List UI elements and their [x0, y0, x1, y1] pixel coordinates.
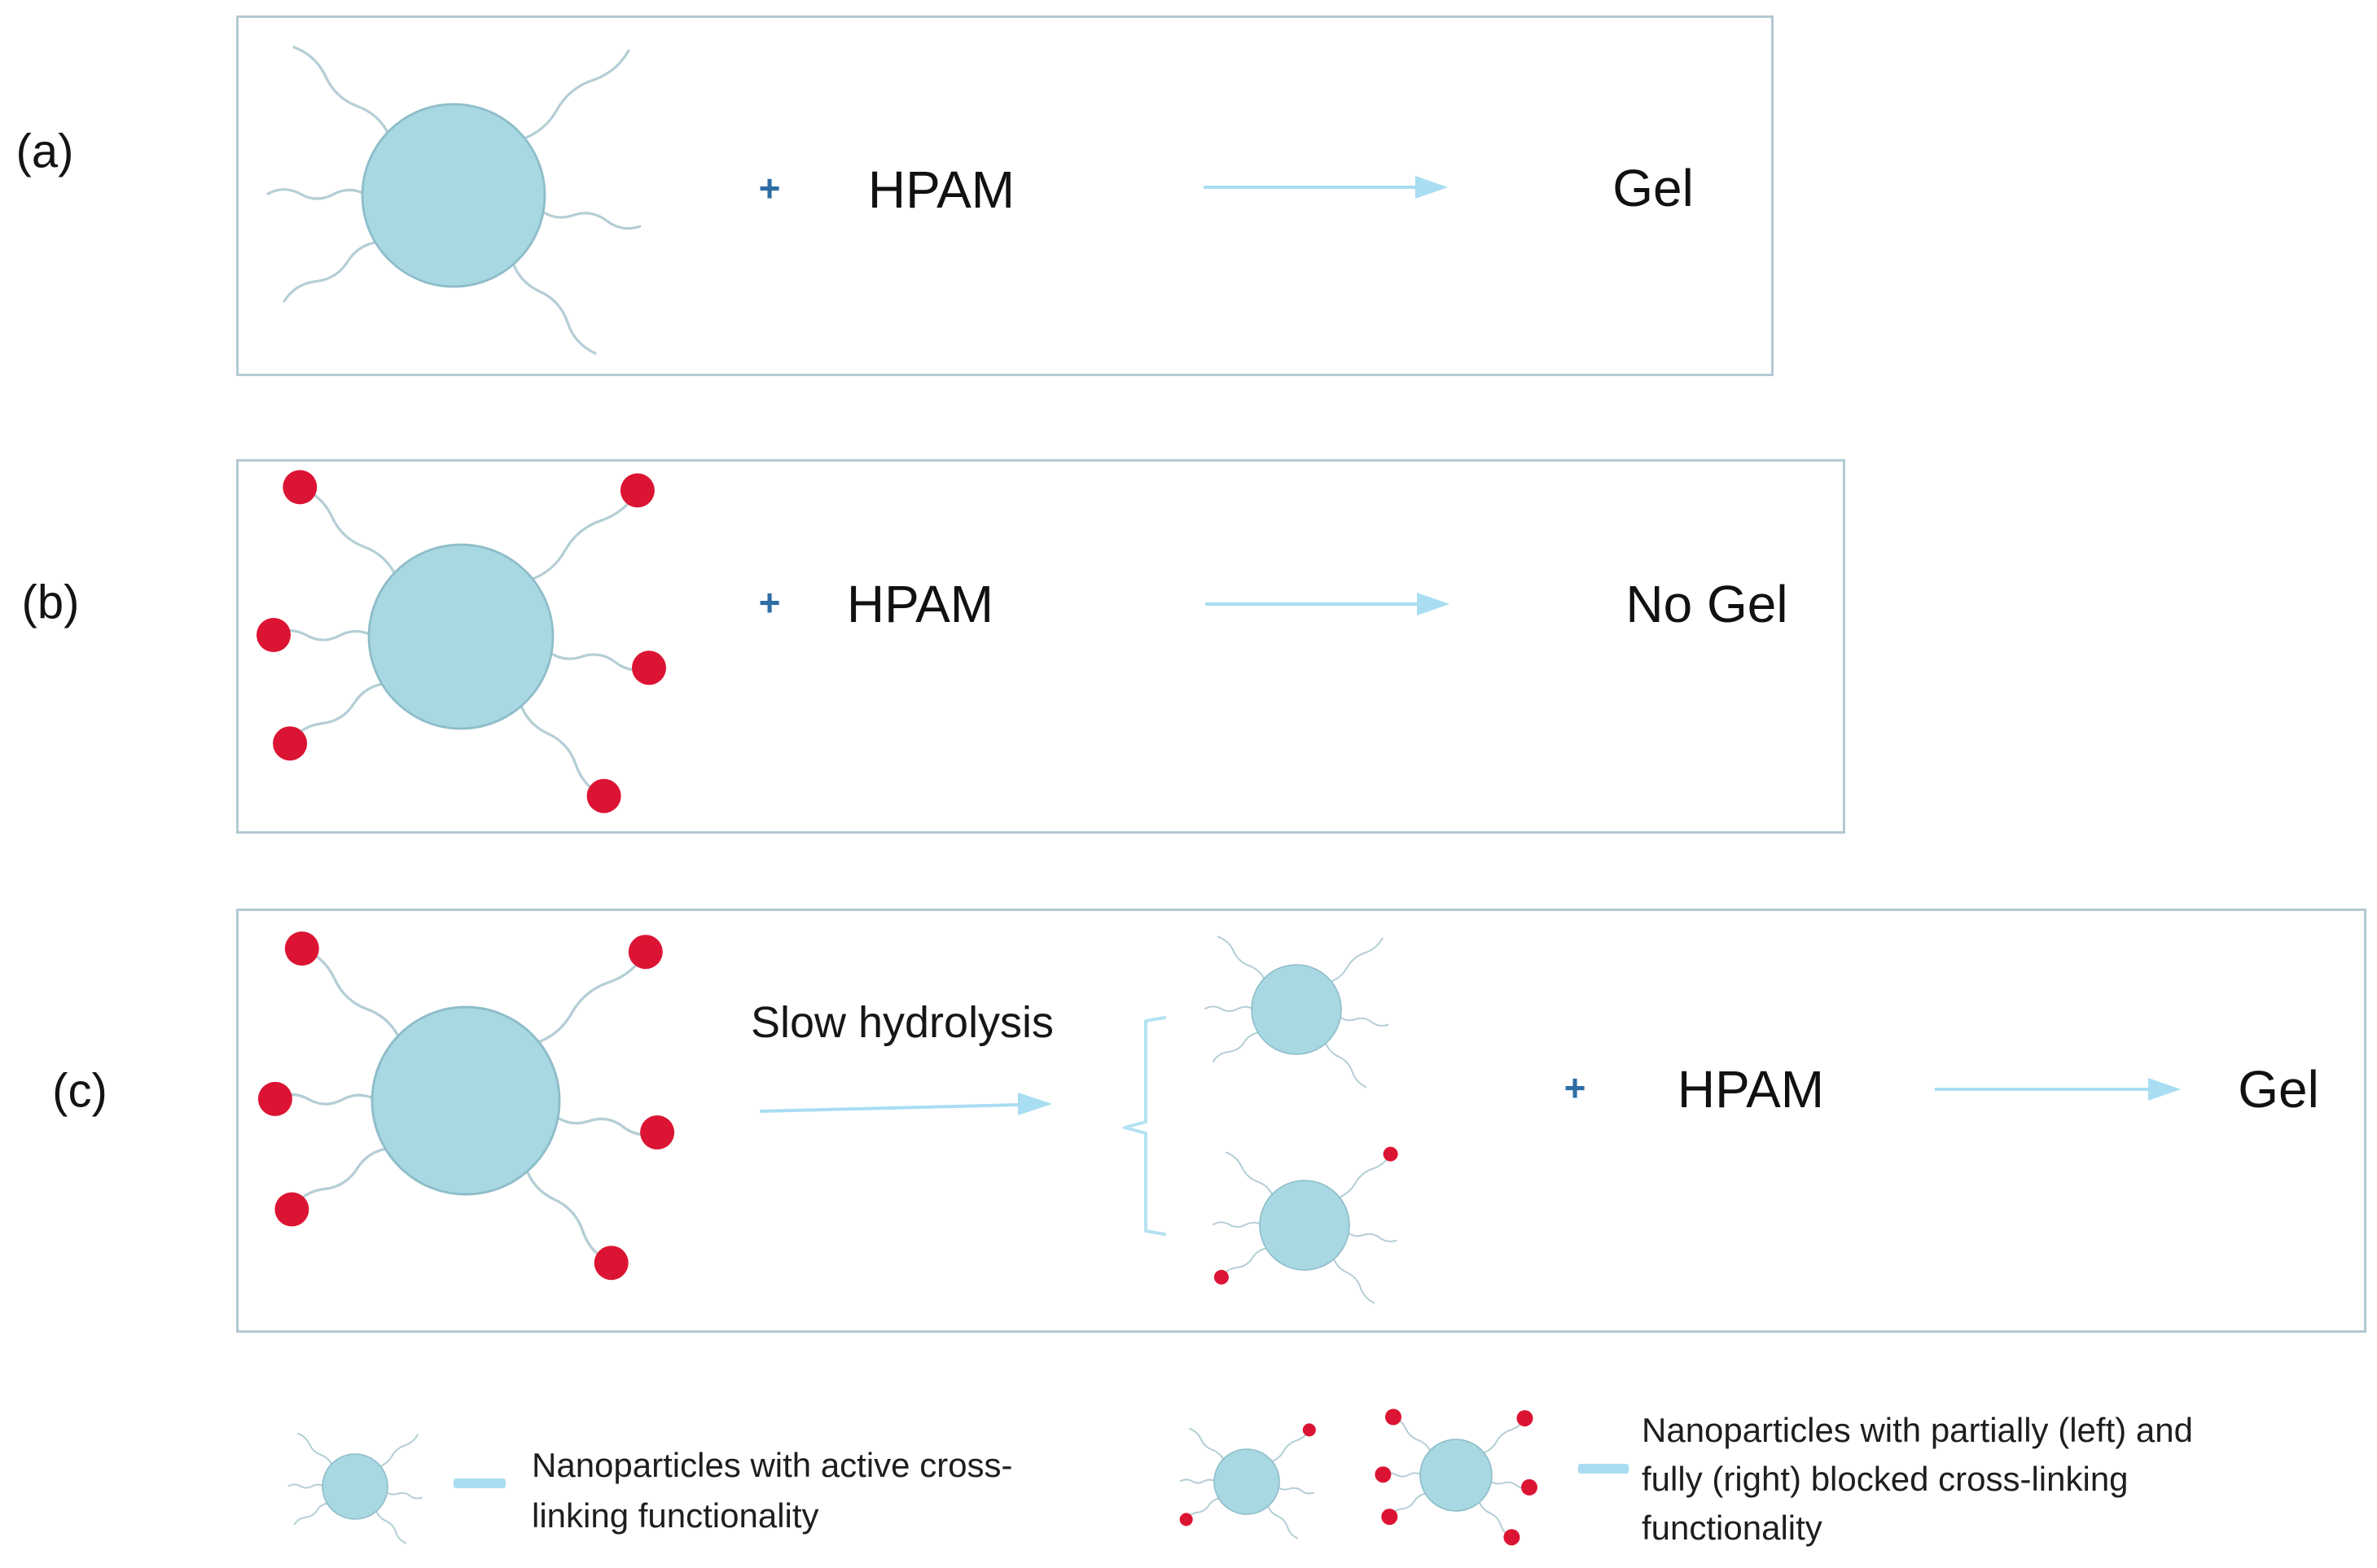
legend-line: linking functionality [532, 1496, 819, 1535]
nanoparticle-fully-blocked [257, 470, 666, 813]
blocked-site-dot-icon [640, 1115, 675, 1150]
blocked-site-dot-icon [1385, 1408, 1401, 1426]
legend-blocked-text: Nanoparticles with partially (left) and … [1642, 1406, 2193, 1553]
blocked-site-dot-icon [1383, 1146, 1398, 1162]
nanoparticle-active [1204, 935, 1389, 1088]
blocked-site-dot-icon [274, 1192, 309, 1227]
blocked-site-dot-icon [257, 1081, 292, 1116]
product-label: Gel [1612, 159, 1694, 217]
blocked-site-dot-icon [586, 778, 621, 813]
blocked-site-dot-icon [1179, 1513, 1193, 1526]
product-label: Gel [2238, 1060, 2319, 1119]
panel-b-label: (b) [21, 576, 80, 629]
legend-line: Nanoparticles with partially (left) and [1642, 1411, 2193, 1449]
legend-line: functionality [1642, 1509, 1822, 1547]
legend-line: Nanoparticles with active cross- [532, 1446, 1013, 1484]
product-label: No Gel [1625, 575, 1788, 633]
legend-active-text: Nanoparticles with active cross- linking… [532, 1440, 1013, 1541]
legend-line: fully (right) blocked cross-linking [1642, 1460, 2129, 1498]
legend-dash-icon [1578, 1464, 1629, 1474]
reaction-arrow-icon [1204, 176, 1448, 199]
legend-nanoparticle-partially-blocked-icon [1179, 1423, 1316, 1540]
blocked-site-dot-icon [594, 1246, 629, 1281]
reactant-label: HPAM [867, 160, 1015, 219]
blocked-site-dot-icon [1516, 1410, 1533, 1427]
reaction-arrow-icon [1935, 1078, 2181, 1101]
nanoparticle-fully-blocked [257, 931, 675, 1281]
grouping-bracket-icon [1123, 1016, 1166, 1236]
panel-a-label: (a) [15, 125, 74, 178]
blocked-site-dot-icon [1213, 1269, 1229, 1285]
reactant-label: HPAM [1677, 1060, 1825, 1119]
blocked-site-dot-icon [1302, 1423, 1316, 1437]
blocked-site-dot-icon [273, 726, 308, 761]
plus-sign: + [758, 581, 781, 624]
blocked-site-dot-icon [620, 473, 655, 508]
panel-c-label: (c) [52, 1064, 107, 1118]
blocked-site-dot-icon [257, 618, 291, 652]
blocked-site-dot-icon [632, 650, 666, 685]
process-label: Slow hydrolysis [750, 998, 1055, 1047]
plus-sign: + [1563, 1067, 1586, 1109]
blocked-site-dot-icon [1381, 1509, 1398, 1526]
plus-sign: + [758, 167, 781, 209]
slow-hydrolysis-arrow-icon [759, 1093, 1052, 1115]
legend-nanoparticle-active-icon [287, 1433, 423, 1544]
reaction-arrow-icon [1205, 593, 1449, 615]
legend-dash-icon [454, 1478, 506, 1488]
blocked-site-dot-icon [1521, 1478, 1537, 1496]
blocked-site-dot-icon [284, 931, 319, 966]
reactant-label: HPAM [846, 575, 994, 633]
legend-nanoparticle-fully-blocked-icon [1375, 1408, 1537, 1546]
blocked-site-dot-icon [628, 935, 663, 970]
nanoparticle-active [266, 46, 642, 355]
nanoparticle-partially-blocked [1213, 1146, 1398, 1304]
blocked-site-dot-icon [1503, 1529, 1520, 1546]
blocked-site-dot-icon [283, 470, 318, 505]
blocked-site-dot-icon [1375, 1466, 1392, 1483]
